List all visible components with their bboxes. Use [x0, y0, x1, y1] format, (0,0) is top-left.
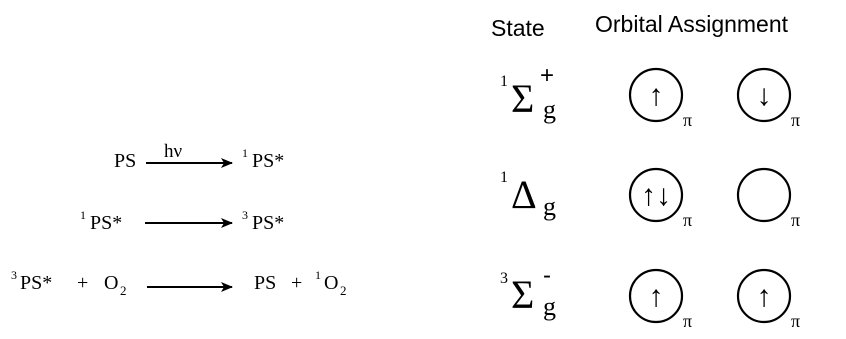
orbital: ↓ π [736, 67, 800, 130]
singlet-superscript: 1 [315, 268, 321, 282]
orbital-circle [628, 167, 684, 223]
header-state: State [491, 15, 545, 41]
plus-sign: + [291, 272, 302, 294]
orbital: ↑ π [628, 268, 692, 331]
orbital-circle [628, 268, 684, 324]
orbital: ↑↓ π [628, 167, 692, 230]
arrow-label-hv: hν [164, 141, 183, 162]
state-symbol: Σ [511, 272, 534, 317]
state-subscript: g [543, 95, 556, 124]
state-table: State Orbital Assignment 1 Σ + g ↑ π ↓ π… [491, 11, 800, 331]
state-multiplicity: 3 [500, 270, 508, 287]
reactant: PS* [90, 212, 122, 234]
electron-spin: ↓ [757, 79, 772, 112]
electron-spin: ↑↓ [641, 179, 671, 212]
reaction-1: PS hν 1 PS* [114, 141, 284, 172]
oxygen: O [104, 272, 118, 294]
state-multiplicity: 1 [500, 169, 508, 186]
singlet-oxygen-subscript: 2 [340, 283, 347, 298]
reaction-3: 3 PS* + O 2 PS + 1 O 2 [11, 268, 347, 298]
state-multiplicity: 1 [500, 73, 508, 90]
orbital-circle [736, 167, 792, 223]
pi-label: π [791, 311, 800, 331]
product: PS* [252, 150, 284, 172]
singlet-oxygen: O [324, 272, 338, 294]
product: PS* [252, 212, 284, 234]
plus-sign: + [77, 272, 88, 294]
orbital-circle [628, 67, 684, 123]
pi-label: π [683, 311, 692, 331]
orbital: ↑ π [628, 67, 692, 130]
state-symbol: Δ [511, 172, 537, 217]
product-superscript: 3 [242, 208, 248, 222]
orbital-circle [736, 268, 792, 324]
electron-spin: ↑ [649, 79, 664, 112]
state-subscript: g [543, 292, 556, 321]
reactant-superscript: 1 [80, 208, 86, 222]
reactant: PS [114, 150, 136, 172]
reactant-superscript: 3 [11, 268, 17, 282]
state-row-singlet-sigma: 1 Σ + g ↑ π ↓ π [500, 62, 800, 130]
state-superscript: + [540, 62, 554, 89]
orbital-circle [736, 67, 792, 123]
product-superscript: 1 [242, 146, 248, 160]
state-row-triplet-sigma: 3 Σ - g ↑ π ↑ π [500, 262, 800, 331]
pi-label: π [683, 210, 692, 230]
pi-label: π [683, 110, 692, 130]
orbital: π [736, 167, 800, 230]
pi-label: π [791, 110, 800, 130]
reaction-scheme: PS hν 1 PS* 1 PS* 3 PS* 3 PS* + O 2 PS +… [11, 141, 347, 298]
state-symbol: Σ [511, 76, 534, 121]
header-orbital-assignment: Orbital Assignment [595, 11, 789, 37]
electron-spin: ↑ [757, 280, 772, 313]
orbital: ↑ π [736, 268, 800, 331]
state-subscript: g [543, 192, 556, 221]
electron-spin: ↑ [649, 280, 664, 313]
pi-label: π [791, 210, 800, 230]
reactant: PS* [20, 272, 52, 294]
reaction-2: 1 PS* 3 PS* [80, 208, 284, 234]
oxygen-subscript: 2 [120, 283, 127, 298]
product: PS [254, 272, 276, 294]
state-row-singlet-delta: 1 Δ g ↑↓ π π [500, 167, 800, 230]
state-superscript: - [543, 262, 551, 289]
